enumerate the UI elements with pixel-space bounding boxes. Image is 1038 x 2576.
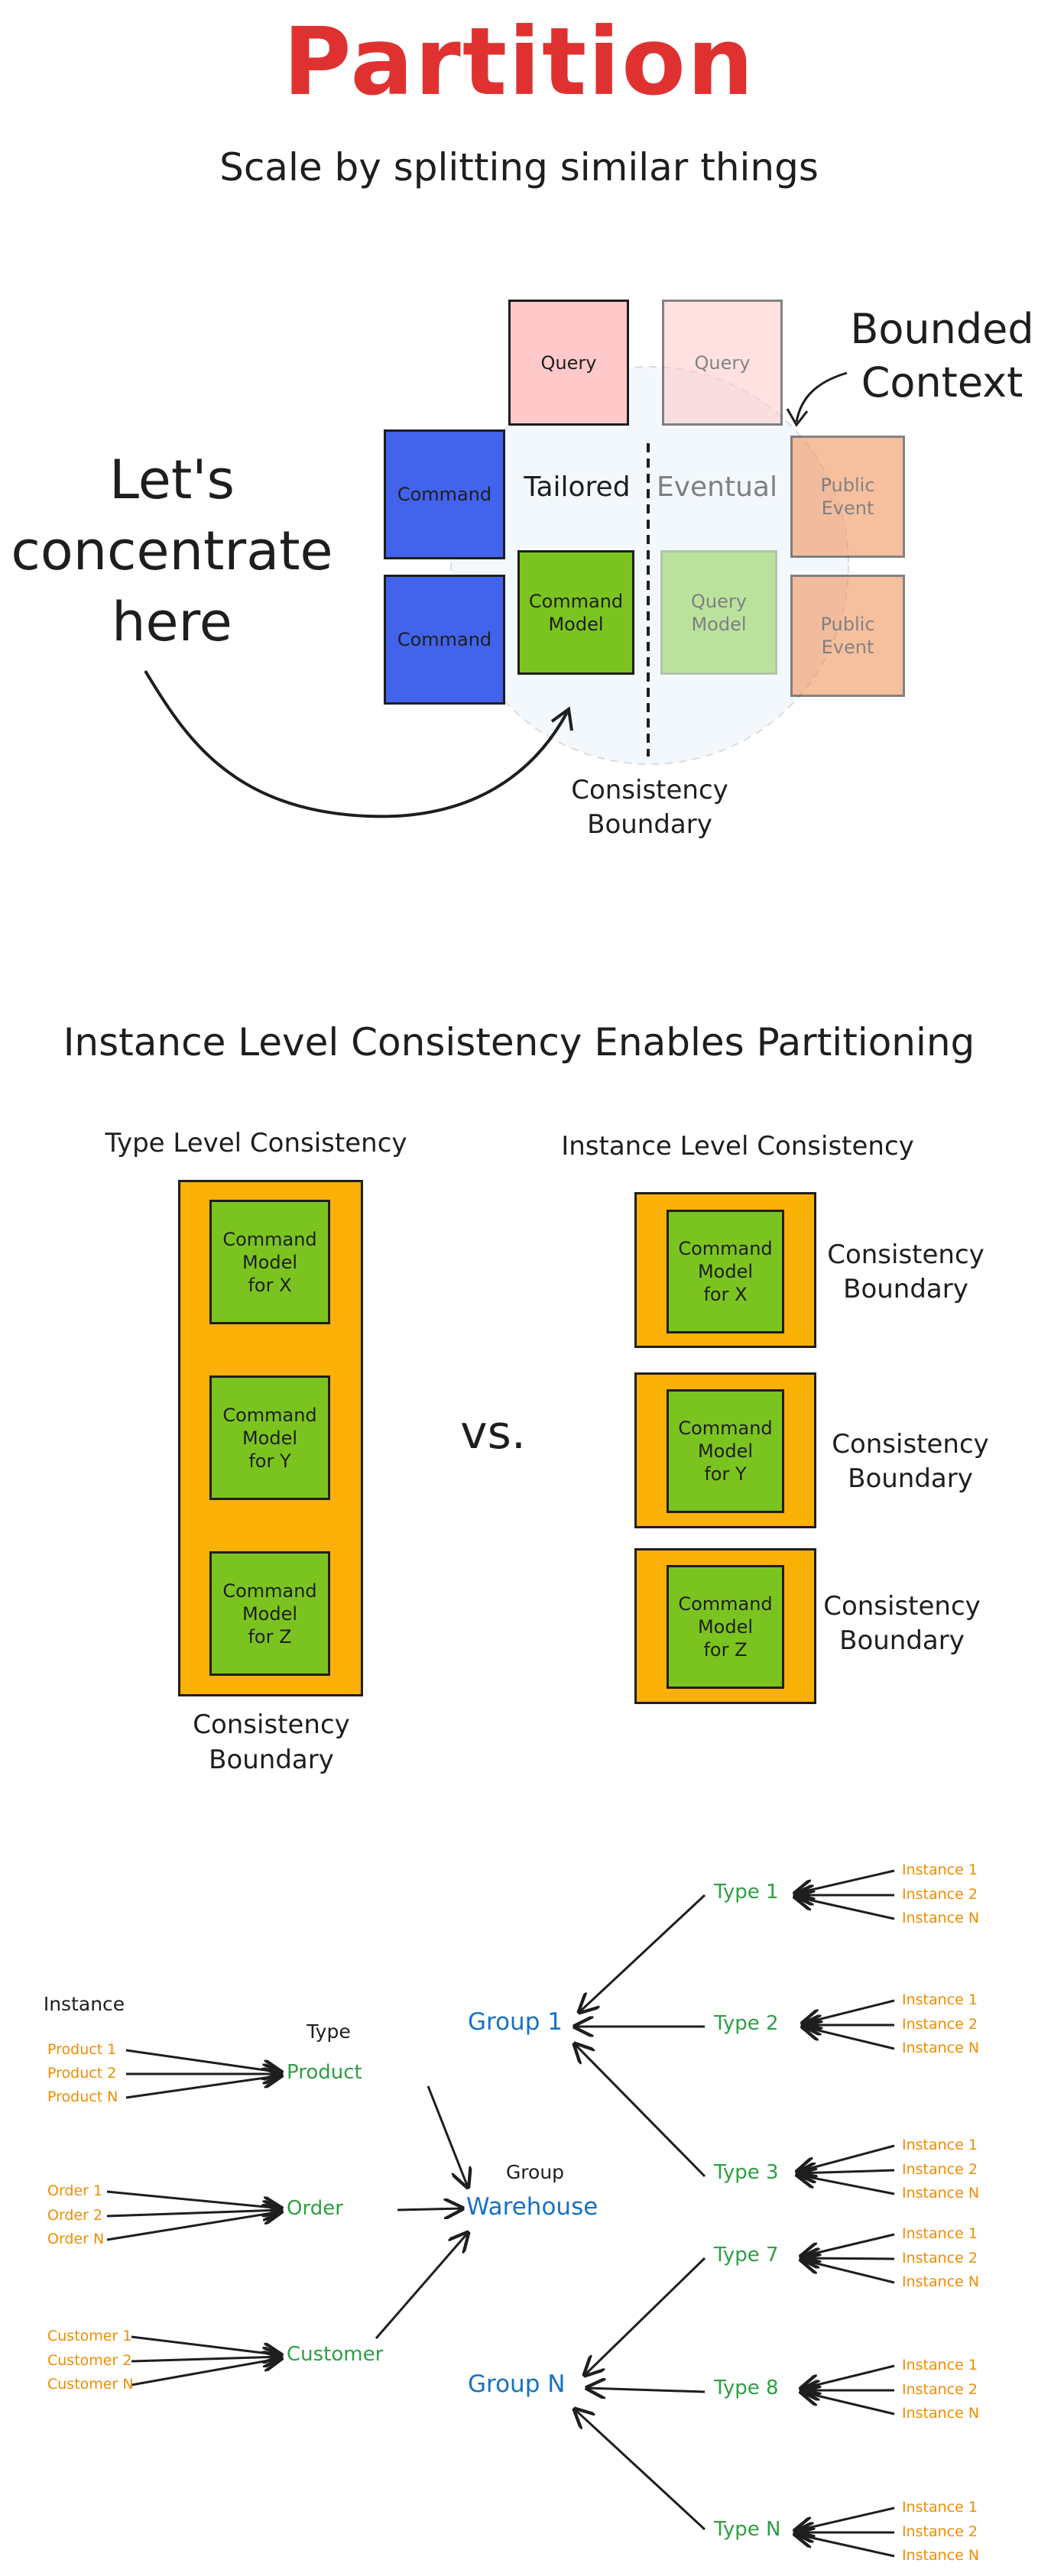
bounded-context-arrow (795, 371, 848, 423)
t1-instance-n: Instance N (902, 1910, 980, 1926)
public-event-top: Public Event (790, 436, 905, 558)
order-instance-1: Order 1 (47, 2182, 103, 2199)
instance-boundary-label-y: Consistency Boundary (832, 1429, 989, 1494)
customer-instance-n: Customer N (47, 2376, 134, 2393)
instance-boundary-label-x: Consistency Boundary (827, 1239, 984, 1304)
type-n: Type N (714, 2518, 781, 2541)
t2-instance-1: Instance 1 (902, 1991, 978, 2008)
section2-title: Instance Level Consistency Enables Parti… (63, 1020, 975, 1064)
type-3: Type 3 (714, 2161, 779, 2184)
t8-instance-2: Instance 2 (902, 2381, 978, 2398)
tn-instance-n: Instance N (902, 2547, 980, 2564)
type-level-label: Type Level Consistency (105, 1128, 407, 1158)
t2-instance-2: Instance 2 (902, 2016, 978, 2033)
query-box-right: Query (662, 300, 783, 426)
t1-instance-1: Instance 1 (902, 1862, 978, 1878)
type-order: Order (287, 2197, 343, 2220)
instance-model-x: Command Model for X (667, 1210, 784, 1333)
command-box-top: Command (384, 429, 505, 559)
bounded-context-label: Bounded Context (850, 305, 1034, 407)
type-7: Type 7 (714, 2244, 779, 2267)
col-instance: Instance (43, 1993, 125, 2015)
instance-model-y: Command Model for Y (667, 1389, 784, 1513)
type-model-y: Command Model for Y (209, 1375, 330, 1500)
type-2: Type 2 (714, 2012, 779, 2035)
t7-instance-1: Instance 1 (902, 2225, 978, 2242)
type-level-boundary-label: Consistency Boundary (193, 1709, 350, 1775)
type-model-x: Command Model for X (209, 1200, 330, 1324)
instance-level-label: Instance Level Consistency (561, 1131, 914, 1162)
t3-instance-n: Instance N (902, 2185, 980, 2202)
vs-label: vs. (460, 1406, 526, 1460)
group-n: Group N (468, 2370, 566, 2398)
query-model-box: Query Model (660, 550, 777, 675)
public-event-bottom: Public Event (790, 575, 905, 697)
t1-instance-2: Instance 2 (902, 1886, 978, 1903)
col-group: Group (505, 2161, 565, 2183)
product-instance-n: Product N (47, 2088, 118, 2105)
tn-instance-1: Instance 1 (902, 2499, 978, 2516)
t8-instance-1: Instance 1 (902, 2357, 978, 2373)
command-model-box: Command Model (517, 550, 634, 675)
concentrate-arrow (144, 669, 569, 818)
product-instance-1: Product 1 (47, 2041, 117, 2058)
type-product: Product (287, 2061, 362, 2084)
type-1: Type 1 (714, 1881, 779, 1904)
product-instance-2: Product 2 (47, 2065, 117, 2082)
t3-instance-2: Instance 2 (902, 2161, 978, 2178)
command-box-bottom: Command (384, 575, 505, 705)
type-8: Type 8 (714, 2377, 779, 2399)
t7-instance-n: Instance N (902, 2273, 980, 2290)
tn-instance-2: Instance 2 (902, 2523, 978, 2540)
t7-instance-2: Instance 2 (902, 2250, 978, 2267)
lets-concentrate-label: Let's concentrate here (11, 449, 333, 654)
t8-instance-n: Instance N (902, 2405, 980, 2422)
customer-instance-2: Customer 2 (47, 2352, 132, 2369)
order-instance-n: Order N (47, 2231, 105, 2247)
col-type: Type (307, 2020, 351, 2043)
group-warehouse: Warehouse (466, 2193, 598, 2221)
query-box-left: Query (508, 300, 629, 426)
instance-model-z: Command Model for Z (667, 1565, 784, 1689)
consistency-boundary-label-1: Consistency Boundary (571, 775, 728, 840)
order-instance-2: Order 2 (47, 2207, 103, 2224)
page-title: Partition (283, 8, 755, 116)
type-customer: Customer (287, 2343, 384, 2366)
group-1: Group 1 (468, 2008, 563, 2036)
eventual-label: Eventual (656, 471, 777, 503)
t3-instance-1: Instance 1 (902, 2137, 978, 2153)
t2-instance-n: Instance N (902, 2040, 980, 2056)
customer-instance-1: Customer 1 (47, 2328, 132, 2344)
page-subtitle: Scale by splitting similar things (219, 145, 819, 190)
tailored-label: Tailored (524, 471, 631, 503)
instance-boundary-label-z: Consistency Boundary (823, 1591, 981, 1656)
type-model-z: Command Model for Z (209, 1551, 330, 1676)
